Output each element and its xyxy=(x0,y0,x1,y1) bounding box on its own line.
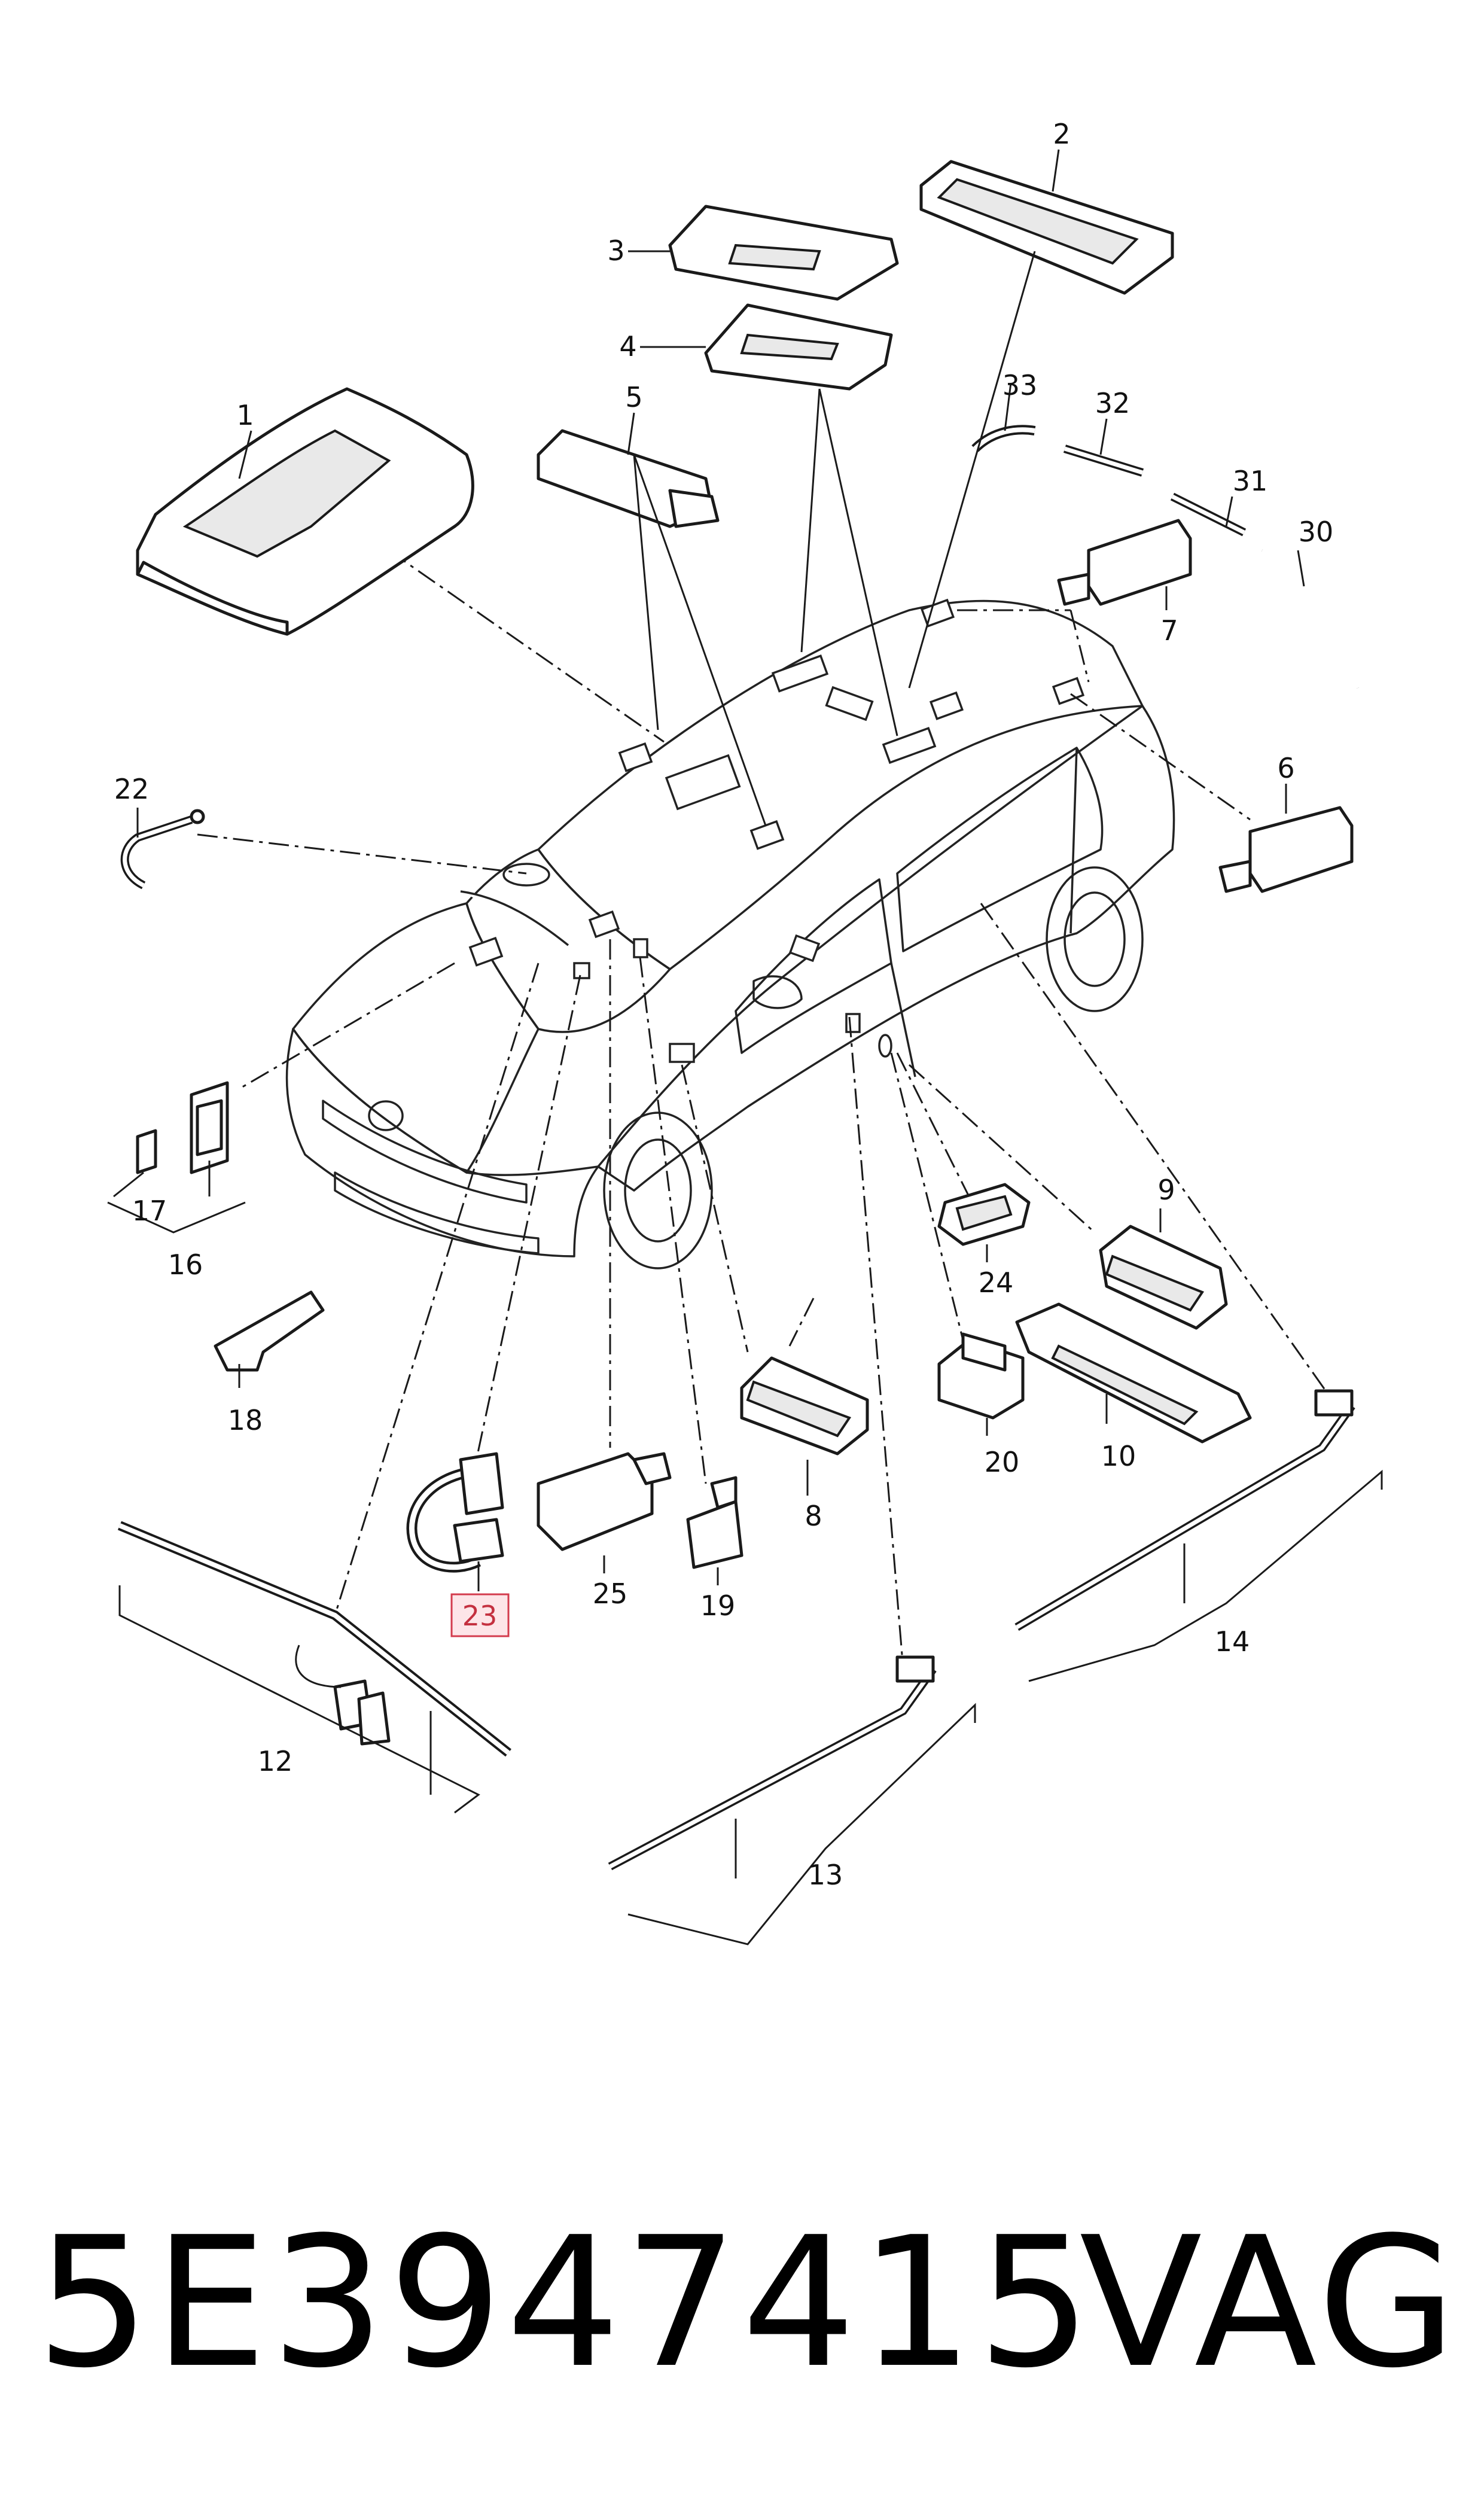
part-13-side-harness xyxy=(608,1655,937,1871)
part-22-bulb-wire xyxy=(120,809,205,890)
part-7-lamp xyxy=(1057,519,1192,606)
part-number: 5E3947415 xyxy=(36,2199,1095,2407)
callout-16: 16 xyxy=(168,1249,203,1281)
callout-5: 5 xyxy=(625,381,642,413)
parts-diagram: 1 2 3 4 5 6 7 8 9 10 12 13 14 16 17 18 1… xyxy=(107,118,1383,1945)
callout-23: 23 xyxy=(462,1600,498,1632)
callout-31: 31 xyxy=(1233,465,1268,497)
leader-lines xyxy=(107,149,1383,1945)
callout-33: 33 xyxy=(1002,369,1038,401)
callout-17: 17 xyxy=(132,1195,167,1227)
part-10-handle-trim xyxy=(1015,1302,1252,1444)
part-4-lens xyxy=(704,303,893,391)
part-3-light-frame xyxy=(668,205,899,301)
callout-6: 6 xyxy=(1277,752,1294,784)
callout-24: 24 xyxy=(979,1266,1014,1299)
callout-10: 10 xyxy=(1101,1440,1136,1472)
callout-8: 8 xyxy=(805,1500,822,1532)
callout-18: 18 xyxy=(228,1404,263,1436)
part-6-lamp xyxy=(1218,806,1354,893)
callout-22: 22 xyxy=(114,773,150,805)
part-1-roof-console xyxy=(136,387,474,636)
callout-9: 9 xyxy=(1157,1174,1175,1206)
brand-label: VAG xyxy=(1079,2199,1460,2407)
callout-23-highlight: 23 xyxy=(450,1593,510,1637)
callout-30: 30 xyxy=(1299,516,1334,548)
part-8-footwell-lamp xyxy=(740,1356,869,1456)
part-20-lamp-unit xyxy=(937,1332,1025,1420)
footer: 5E3947415 VAG xyxy=(0,2178,1484,2429)
part-16-map-light xyxy=(136,1081,229,1174)
part-23-harness-loop xyxy=(406,1452,504,1573)
car-body xyxy=(285,598,1175,1269)
callout-12: 12 xyxy=(258,1745,293,1777)
callout-7: 7 xyxy=(1160,614,1178,647)
callout-2: 2 xyxy=(1053,118,1070,150)
part-12-harness xyxy=(117,1521,511,1757)
reference-lines xyxy=(197,549,1329,1670)
part-18-bracket xyxy=(214,1290,325,1372)
callout-19: 19 xyxy=(700,1590,736,1622)
part-2-dome-lamp xyxy=(919,160,1174,295)
callout-labels: 1 2 3 4 5 6 7 8 9 10 12 13 14 16 17 18 1… xyxy=(114,118,1334,1891)
callout-20: 20 xyxy=(985,1446,1020,1478)
part-24-lens xyxy=(937,1183,1031,1246)
part-14-side-harness xyxy=(1014,1389,1355,1631)
parts-30-33-light-guides xyxy=(971,425,1360,689)
part-19-clip xyxy=(686,1476,743,1569)
callout-4: 4 xyxy=(619,330,636,363)
part-5-lamp-housing xyxy=(537,429,720,528)
callout-3: 3 xyxy=(607,235,624,267)
callout-1: 1 xyxy=(236,399,254,431)
callout-13: 13 xyxy=(808,1859,843,1891)
callout-32: 32 xyxy=(1095,387,1130,419)
part-25-module xyxy=(537,1452,672,1551)
callout-25: 25 xyxy=(593,1578,628,1610)
part-9-door-lamp xyxy=(1099,1225,1228,1330)
callout-14: 14 xyxy=(1215,1625,1250,1658)
